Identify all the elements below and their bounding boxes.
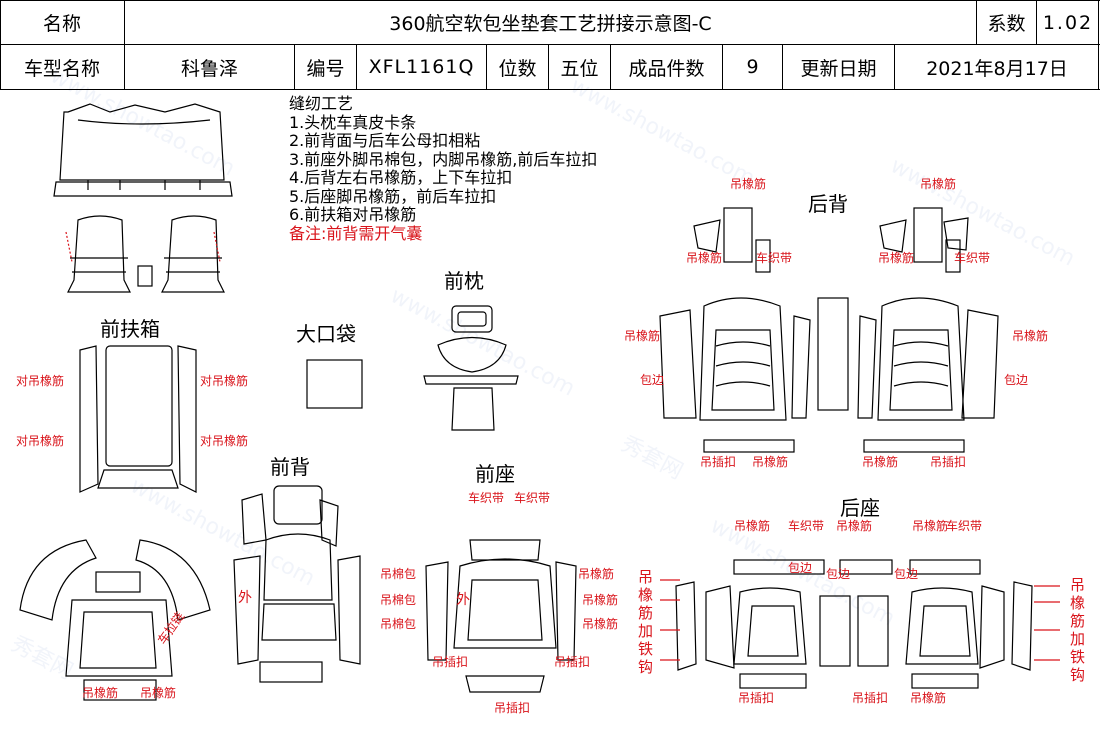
notes-title: 缝纫工艺: [289, 94, 354, 113]
hang-elastic-label: 吊橡筋: [582, 592, 618, 607]
section-front-headrest: 前枕: [444, 269, 484, 293]
hang-elastic-label: 吊橡筋: [920, 176, 956, 191]
hang-elastic-label: 吊橡筋: [140, 685, 176, 700]
rear-bench-illustration: [53, 103, 233, 197]
hang-clip-label: 吊插扣: [738, 691, 774, 705]
pair-elastic-label: 对吊橡筋: [200, 433, 248, 448]
hang-clip-label: 吊插扣: [700, 455, 736, 469]
hang-clip-label: 吊插扣: [930, 455, 966, 469]
car-strap-label: 车织带: [756, 250, 792, 265]
wrap-edge-label: 包边: [826, 567, 850, 581]
seats-label: 位数: [487, 45, 549, 89]
pair-elastic-label: 对吊橡筋: [16, 373, 64, 388]
pieces-label: 成品件数: [611, 45, 723, 89]
hang-cotton-label: 吊棉包: [380, 593, 416, 607]
rear-seat-pattern: 吊橡筋 车织带 吊橡筋 吊橡筋 车织带 包边 包边 包边 吊插扣 吊插扣 吊橡筋: [660, 518, 1060, 705]
section-front-seat: 前座: [475, 462, 515, 486]
coef-value: 1.02: [1042, 11, 1094, 34]
notes-remark: 备注:前背需开气囊: [289, 223, 423, 243]
notes-item: 4.后背左右吊橡筋，上下车拉扣: [289, 168, 513, 187]
rear-back-pattern: 吊橡筋 吊橡筋 吊橡筋 车织带 吊橡筋 车织带 吊橡筋 吊橡筋 包边 包边 吊插…: [624, 176, 1048, 469]
hang-clip-label: 吊插扣: [554, 655, 590, 669]
outer-label: 外: [456, 592, 470, 608]
section-front-armrest: 前扶箱: [100, 317, 160, 341]
front-seat-illustration: [65, 215, 225, 293]
front-headrest-pattern: [423, 305, 519, 431]
front-back-pattern: 外: [233, 485, 361, 683]
model-value: 科鲁泽: [125, 45, 295, 89]
front-armrest-pattern: 对吊橡筋 对吊橡筋 对吊橡筋 对吊橡筋: [16, 345, 248, 493]
section-rear-seat: 后座: [840, 496, 880, 520]
wrap-edge-label: 包边: [640, 373, 664, 387]
wrap-edge-label: 包边: [1004, 373, 1028, 387]
hang-elastic-label: 吊橡筋: [836, 518, 872, 533]
front-back-side-pattern: 吊橡筋 吊橡筋 车拉链: [19, 539, 211, 701]
hang-elastic-label: 吊橡筋: [582, 616, 618, 631]
car-strap-label: 车织带: [788, 518, 824, 533]
model-label: 车型名称: [0, 45, 125, 89]
hang-elastic-label: 吊橡筋: [686, 250, 722, 265]
coef-label: 系数: [977, 0, 1037, 45]
notes-item: 2.前背面与后车公母扣相粘: [289, 131, 481, 150]
notes-item: 1.头枕车真皮卡条: [289, 112, 417, 132]
pair-elastic-label: 对吊橡筋: [16, 433, 64, 448]
hang-clip-label: 吊插扣: [852, 691, 888, 705]
page-title: 360航空软包坐垫套工艺拼接示意图-C: [125, 0, 977, 45]
notes-item: 6.前扶箱对吊橡筋: [289, 205, 417, 224]
hang-elastic-label: 吊橡筋: [730, 176, 766, 191]
hang-elastic-label: 吊橡筋: [910, 690, 946, 705]
hang-elastic-label: 吊橡筋: [578, 566, 614, 581]
car-strap-label: 车织带: [954, 250, 990, 265]
car-strap-label: 车织带: [468, 490, 504, 505]
hang-cotton-label: 吊棉包: [380, 617, 416, 631]
date-label: 更新日期: [783, 45, 895, 89]
code-value: XFL1161Q: [357, 45, 487, 89]
hang-clip-label: 吊插扣: [494, 701, 530, 715]
seats-value: 五位: [549, 45, 611, 89]
notes-item: 5.后座脚吊橡筋，前后车拉扣: [289, 186, 497, 206]
hang-cotton-label: 吊棉包: [380, 567, 416, 581]
sewing-notes: 缝纫工艺 1.头枕车真皮卡条 2.前背面与后车公母扣相粘 3.前座外脚吊棉包，内…: [289, 94, 598, 243]
section-front-back: 前背: [270, 455, 310, 479]
hang-elastic-label: 吊橡筋: [752, 454, 788, 469]
section-big-pocket: 大口袋: [296, 322, 356, 346]
car-strap-label: 车织带: [514, 490, 550, 505]
wrap-edge-label: 包边: [894, 567, 918, 581]
hang-elastic-label: 吊橡筋: [82, 685, 118, 700]
hang-elastic-label: 吊橡筋: [862, 454, 898, 469]
hang-elastic-label: 吊橡筋: [912, 518, 948, 533]
hang-elastic-label: 吊橡筋: [878, 250, 914, 265]
pieces-value: 9: [723, 45, 783, 89]
big-pocket-pattern: [306, 359, 363, 409]
hang-elastic-label: 吊橡筋: [624, 328, 660, 343]
date-value: 2021年8月17日: [926, 57, 1068, 80]
name-label: 名称: [0, 0, 125, 45]
hang-elastic-label: 吊橡筋: [734, 518, 770, 533]
notes-item: 3.前座外脚吊棉包，内脚吊橡筋,前后车拉扣: [289, 149, 598, 169]
pull-clip-label: 车拉链: [154, 609, 187, 647]
header-table: 名称 360航空软包坐垫套工艺拼接示意图-C 系数 1.02 车型名称 科鲁泽 …: [0, 0, 1100, 90]
elastic-hook-label-left: 吊橡筋加铁钩: [638, 568, 654, 676]
wrap-edge-label: 包边: [788, 561, 812, 575]
hang-clip-label: 吊插扣: [432, 655, 468, 669]
code-label: 编号: [295, 45, 357, 89]
car-strap-label: 车织带: [946, 518, 982, 533]
hang-elastic-label: 吊橡筋: [1012, 328, 1048, 343]
section-rear-back: 后背: [808, 192, 848, 216]
front-seat-pattern: 外 车织带 车织带 吊棉包 吊棉包 吊棉包 吊橡筋 吊橡筋 吊橡筋 吊插扣 吊插…: [380, 490, 618, 715]
elastic-hook-label-right: 吊橡筋加铁钩: [1070, 576, 1086, 684]
outer-label: 外: [238, 590, 252, 606]
pair-elastic-label: 对吊橡筋: [200, 373, 248, 388]
